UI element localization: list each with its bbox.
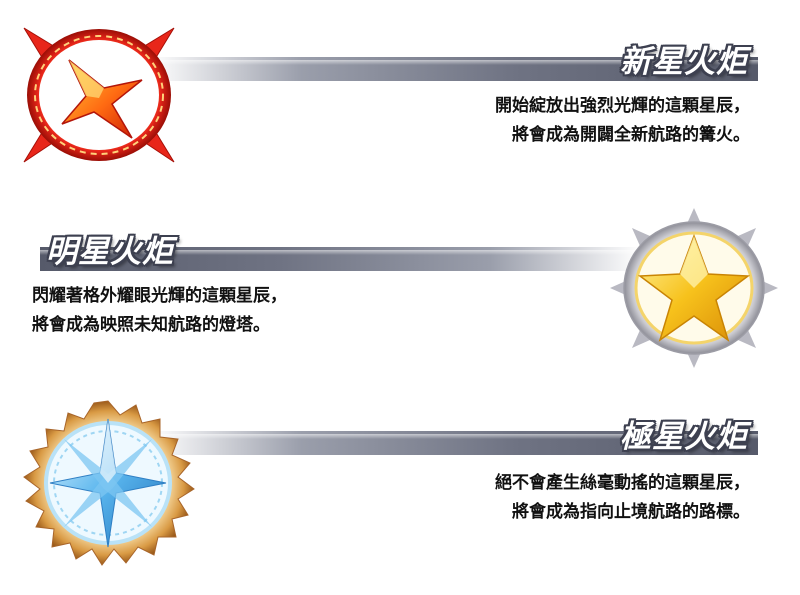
torch-section-nova: 新星火炬 開始綻放出強烈光輝的這顆星辰， 將會成為開闢全新航路的篝火。 xyxy=(0,0,800,190)
red-four-point-star-compass-icon xyxy=(14,20,184,170)
title-bar xyxy=(40,247,640,271)
torch-description: 閃耀著格外耀眼光輝的這顆星辰， 將會成為映照未知航路的燈塔。 xyxy=(32,286,287,335)
torch-title: 明星火炬 xyxy=(46,234,174,270)
gold-five-point-star-compass-icon xyxy=(610,208,778,368)
torch-section-bright-star: 明星火炬 閃耀著格外耀眼光輝的這顆星辰， 將會成為映照未知航路的燈塔。 xyxy=(0,200,800,390)
title-bar xyxy=(150,431,758,455)
torch-description: 開始綻放出強烈光輝的這顆星辰， 將會成為開闢全新航路的篝火。 xyxy=(495,96,750,145)
torch-section-polar-star: 極星火炬 絕不會產生絲毫動搖的這顆星辰， 將會成為指向止境航路的路標。 xyxy=(0,395,800,585)
torch-title: 極星火炬 xyxy=(620,419,748,455)
title-bar xyxy=(150,57,758,81)
torch-title: 新星火炬 xyxy=(620,44,748,80)
torch-description: 絕不會產生絲毫動搖的這顆星辰， 將會成為指向止境航路的路標。 xyxy=(495,473,750,522)
blue-eight-point-star-compass-icon xyxy=(16,397,200,569)
